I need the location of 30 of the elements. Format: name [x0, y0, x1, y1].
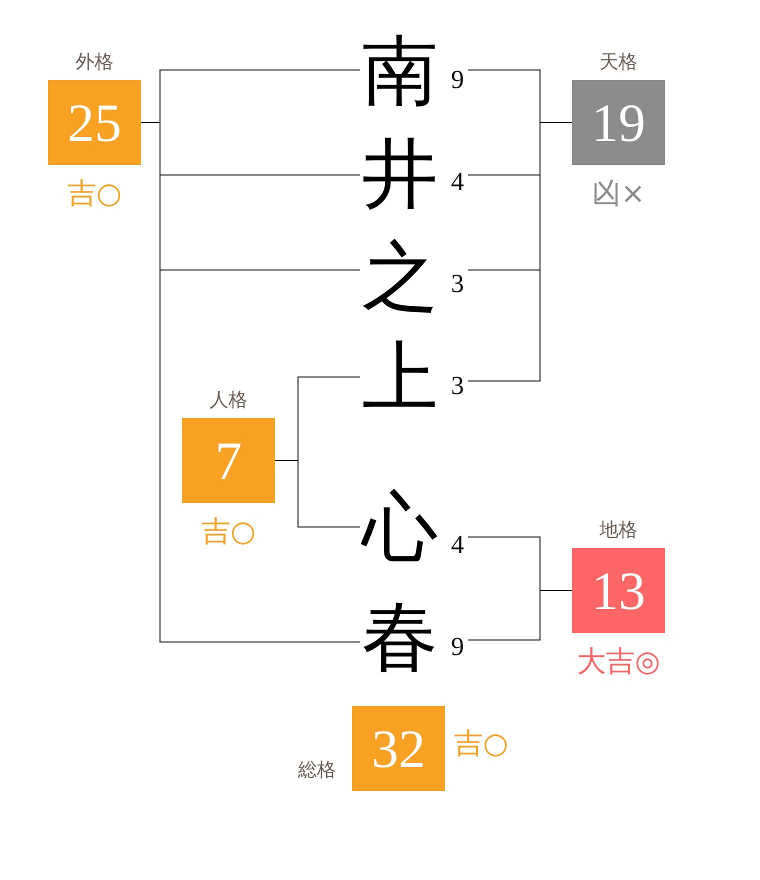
connector-line: [468, 590, 572, 641]
stroke-count: 4: [451, 530, 464, 560]
name-character: 春: [361, 598, 439, 678]
fortune-label: 吉○: [454, 726, 508, 760]
stroke-count: 9: [451, 632, 464, 662]
name-character: 井: [361, 135, 439, 215]
fortune-label: 大吉◎: [576, 644, 660, 678]
score-number: 19: [592, 92, 646, 152]
category-label: 人格: [210, 388, 248, 412]
name-character: 上: [361, 338, 439, 418]
score-number: 13: [592, 560, 646, 620]
stroke-count: 9: [451, 65, 464, 95]
name-character: 之: [361, 238, 439, 318]
name-character: 南: [361, 32, 439, 112]
score-number: 7: [215, 430, 242, 490]
connector-line: [275, 460, 360, 528]
category-label: 天格: [600, 50, 638, 74]
category-label: 地格: [600, 518, 638, 542]
fortune-label: 吉○: [67, 176, 122, 210]
score-number: 25: [68, 92, 122, 152]
connector-line: [468, 122, 572, 382]
score-number: 32: [372, 718, 426, 778]
category-label: 外格: [76, 50, 114, 74]
fortune-label: 凶×: [592, 176, 646, 210]
name-character: 心: [360, 488, 439, 568]
stroke-count: 3: [451, 269, 464, 299]
fortune-label: 吉○: [201, 514, 256, 548]
stroke-count: 4: [451, 167, 464, 197]
category-label: 総格: [298, 758, 336, 782]
stroke-count: 3: [451, 371, 464, 401]
